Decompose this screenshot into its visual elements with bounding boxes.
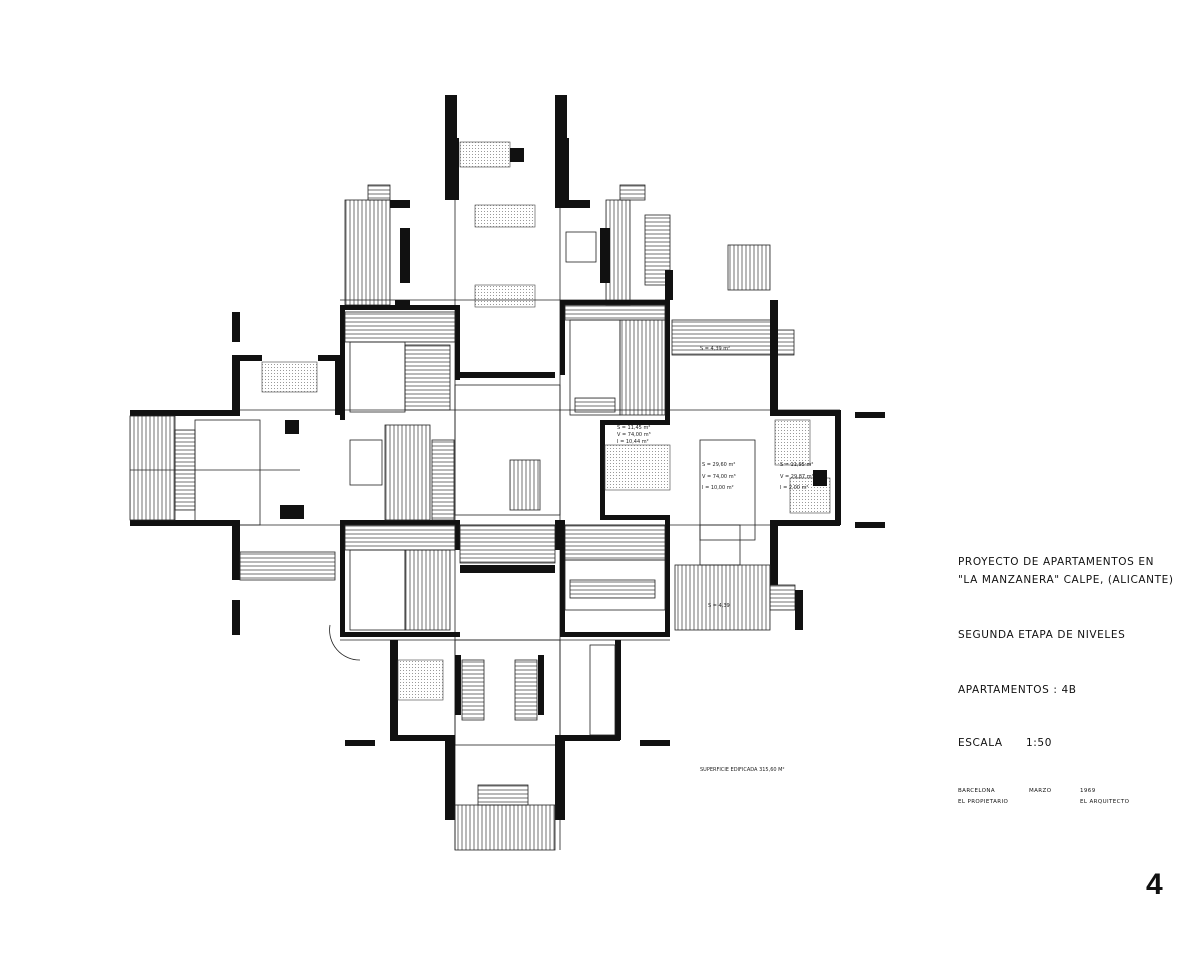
piers xyxy=(232,270,803,635)
room-light-label: I = 2,00 m² xyxy=(780,485,808,491)
city-label: BARCELONA xyxy=(958,788,996,794)
project-title: PROYECTO DE APARTAMENTOS EN xyxy=(958,556,1155,568)
room-volume-label: V = 74,00 m³ xyxy=(702,474,736,480)
owner-label: EL PROPIETARIO xyxy=(958,799,1009,805)
room-light-label: I = 10,44 m² xyxy=(617,439,649,445)
room-labels: S = 4,39 m² S = 4,39 S = 11,45 m² V = 74… xyxy=(617,346,814,773)
service-rooms xyxy=(344,304,666,631)
room-area-label: S = 29,60 m² xyxy=(702,462,735,468)
north-wing xyxy=(445,95,569,308)
year-label: 1969 xyxy=(1080,788,1096,794)
central-walls xyxy=(340,300,670,637)
scale-value: 1:50 xyxy=(1026,737,1052,749)
month-label: MARZO xyxy=(1029,788,1052,794)
south-wing xyxy=(329,624,670,851)
room-volume-label: V = 29,87 m³ xyxy=(780,474,814,480)
stage-label: SEGUNDA ETAPA DE NIVELES xyxy=(958,629,1126,641)
total-surface-label: SUPERFICIE EDIFICADA 315,60 M² xyxy=(700,767,784,773)
scale-label: ESCALA xyxy=(958,737,1003,749)
east-wing xyxy=(604,300,885,631)
architect-label: EL ARQUITECTO xyxy=(1080,799,1130,805)
terrace-area-label: S = 4,39 m² xyxy=(700,346,730,352)
apartments-label: APARTAMENTOS : 4B xyxy=(958,684,1077,696)
terrace-area-label: S = 4,39 xyxy=(708,603,730,609)
sheet-number: 4 xyxy=(1146,868,1163,901)
room-light-label: I = 10,00 m² xyxy=(702,485,734,491)
project-location: "LA MANZANERA" CALPE, (ALICANTE) xyxy=(958,574,1174,586)
west-wing xyxy=(129,312,383,635)
room-volume-label: V = 74,00 m³ xyxy=(617,432,651,438)
room-area-label: S = 11,45 m² xyxy=(617,425,650,431)
room-area-label: S = 11,95 m² xyxy=(780,462,813,468)
